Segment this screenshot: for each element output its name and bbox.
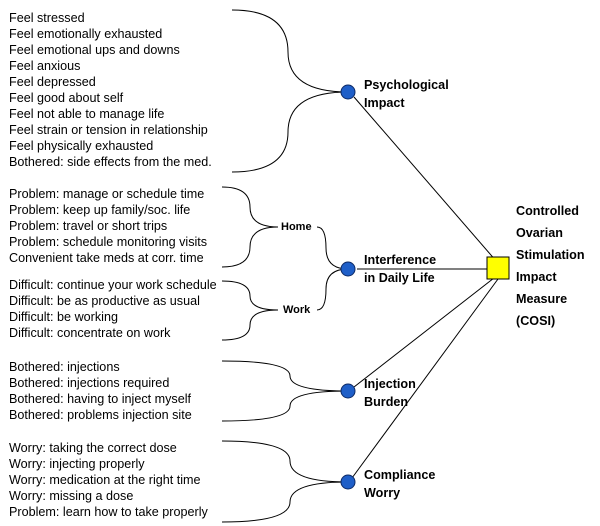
item-psych-4: Feel anxious bbox=[9, 59, 81, 73]
item-home-1: Problem: manage or schedule time bbox=[9, 187, 205, 201]
item-psych-5: Feel depressed bbox=[9, 75, 96, 89]
outcome-label-line: Ovarian bbox=[516, 226, 563, 240]
item-inj-3: Bothered: having to inject myself bbox=[9, 392, 192, 406]
outcome-label-line: Impact bbox=[516, 270, 557, 284]
item-inj-4: Bothered: problems injection site bbox=[9, 408, 192, 422]
dimension-label-line: Injection bbox=[364, 377, 416, 391]
dimension-label-line: Worry bbox=[364, 486, 401, 500]
item-psych-8: Feel strain or tension in relationship bbox=[9, 123, 208, 137]
item-psych-6: Feel good about self bbox=[9, 91, 124, 105]
item-work-3: Difficult: be working bbox=[9, 310, 118, 324]
brace-home bbox=[221, 186, 279, 268]
item-psych-10: Bothered: side effects from the med. bbox=[9, 155, 212, 169]
item-inj-2: Bothered: injections required bbox=[9, 376, 170, 390]
item-home-5: Convenient take meds at corr. time bbox=[9, 251, 204, 265]
item-comp-3: Worry: medication at the right time bbox=[9, 473, 201, 487]
node-psychological bbox=[340, 84, 356, 100]
item-inj-1: Bothered: injections bbox=[9, 360, 120, 374]
link-compliance bbox=[351, 278, 499, 479]
dimension-label-line: in Daily Life bbox=[364, 271, 435, 285]
dimension-label-line: Psychological bbox=[364, 78, 449, 92]
dimension-label-psychological: Psychological Impact bbox=[364, 76, 449, 112]
brace-compliance bbox=[221, 440, 349, 523]
link-psychological bbox=[353, 96, 498, 263]
node-interference bbox=[340, 261, 356, 277]
outcome-label: Controlled Ovarian Stimulation Impact Me… bbox=[516, 200, 600, 332]
item-home-3: Problem: travel or short trips bbox=[9, 219, 168, 233]
subgroup-label-home: Home bbox=[281, 221, 312, 233]
outcome-label-line: Controlled bbox=[516, 204, 579, 218]
item-comp-2: Worry: injecting properly bbox=[9, 457, 145, 471]
item-work-2: Difficult: be as productive as usual bbox=[9, 294, 200, 308]
item-work-4: Difficult: concentrate on work bbox=[9, 326, 171, 340]
node-injection bbox=[340, 383, 356, 399]
node-compliance bbox=[340, 474, 356, 490]
dimension-label-injection: Injection Burden bbox=[364, 375, 416, 411]
dimension-label-line: Compliance bbox=[364, 468, 436, 482]
item-home-2: Problem: keep up family/soc. life bbox=[9, 203, 191, 217]
outcome-label-line: Stimulation bbox=[516, 248, 585, 262]
item-home-4: Problem: schedule monitoring visits bbox=[9, 235, 208, 249]
item-psych-2: Feel emotionally exhausted bbox=[9, 27, 163, 41]
item-comp-5: Problem: learn how to take properly bbox=[9, 505, 208, 519]
dimension-label-line: Impact bbox=[364, 96, 405, 110]
item-comp-4: Worry: missing a dose bbox=[9, 489, 134, 503]
item-work-1: Difficult: continue your work schedule bbox=[9, 278, 217, 292]
item-psych-7: Feel not able to manage life bbox=[9, 107, 165, 121]
item-psych-1: Feel stressed bbox=[9, 11, 85, 25]
outcome-box bbox=[486, 256, 510, 280]
dimension-label-interference: Interference in Daily Life bbox=[364, 251, 436, 287]
dimension-label-line: Burden bbox=[364, 395, 409, 409]
dimension-label-compliance: Compliance Worry bbox=[364, 466, 435, 502]
outcome-label-line: Measure bbox=[516, 292, 568, 306]
outcome-label-line: (COSI) bbox=[516, 314, 556, 328]
item-psych-9: Feel physically exhausted bbox=[9, 139, 154, 153]
link-injection bbox=[353, 277, 495, 388]
item-comp-1: Worry: taking the correct dose bbox=[9, 441, 177, 455]
brace-injection bbox=[221, 360, 349, 422]
brace-psychological bbox=[231, 9, 349, 173]
subgroup-label-work: Work bbox=[283, 304, 311, 316]
brace-work bbox=[221, 280, 279, 341]
item-psych-3: Feel emotional ups and downs bbox=[9, 43, 180, 57]
dimension-label-line: Interference bbox=[364, 253, 437, 267]
